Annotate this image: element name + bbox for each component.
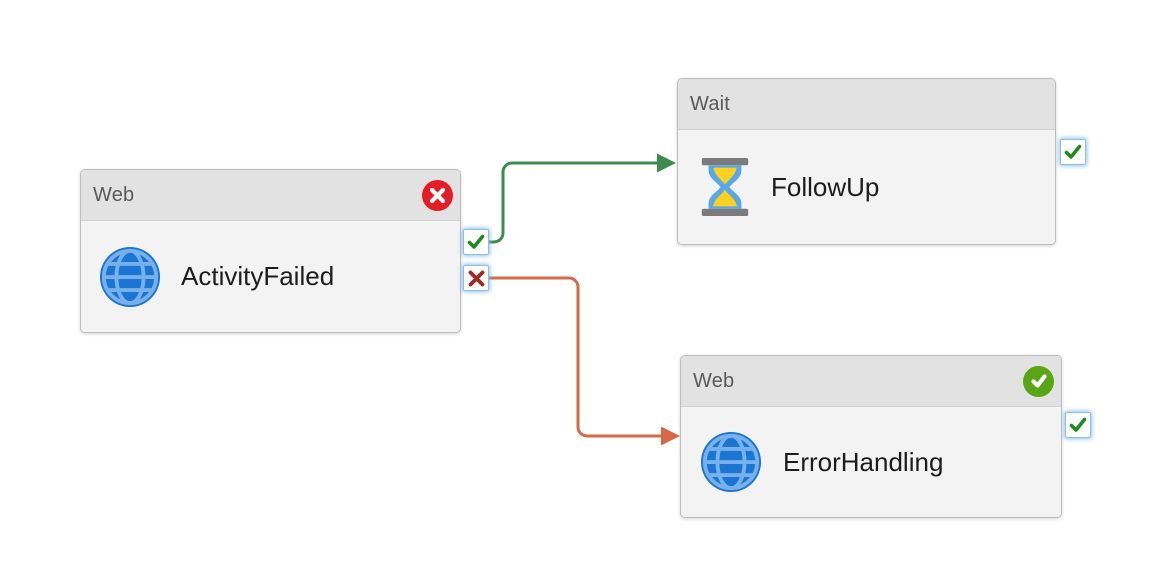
check-icon [1064, 144, 1082, 159]
activity-node-errorhandling[interactable]: Web ErrorHa [680, 355, 1062, 518]
globe-icon [99, 246, 161, 308]
check-icon [1069, 417, 1087, 432]
node-header: Web [681, 356, 1061, 407]
node-body: ActivityFailed [81, 221, 460, 332]
node-name-label: ErrorHandling [783, 446, 944, 477]
node-body: FollowUp [678, 130, 1055, 244]
failure-port-activityfailed[interactable] [463, 265, 489, 291]
node-header: Web [81, 170, 460, 221]
node-body: ErrorHandling [681, 407, 1061, 517]
hourglass-icon [701, 158, 749, 216]
node-type-label: Wait [690, 92, 731, 115]
success-link-activityfailed-to-followup[interactable] [489, 153, 676, 244]
succeeded-status-badge-icon [1023, 365, 1054, 397]
activity-node-followup[interactable]: Wait FollowUp [677, 78, 1056, 245]
failed-status-badge-icon [422, 179, 453, 211]
node-type-label: Web [693, 369, 735, 392]
failure-link-activityfailed-to-errorhandling[interactable] [489, 276, 680, 446]
arrowhead-icon [657, 153, 676, 173]
globe-icon [700, 431, 762, 493]
check-icon [467, 234, 485, 249]
success-port-errorhandling[interactable] [1065, 412, 1091, 438]
arrowhead-icon [661, 426, 680, 446]
node-name-label: FollowUp [771, 171, 880, 202]
success-port-followup[interactable] [1060, 139, 1086, 165]
activity-node-activityfailed[interactable]: Web Activit [80, 169, 461, 333]
node-type-label: Web [93, 183, 135, 206]
node-header: Wait [678, 79, 1055, 130]
success-port-activityfailed[interactable] [463, 229, 489, 255]
x-icon [468, 270, 484, 286]
node-name-label: ActivityFailed [181, 261, 335, 291]
